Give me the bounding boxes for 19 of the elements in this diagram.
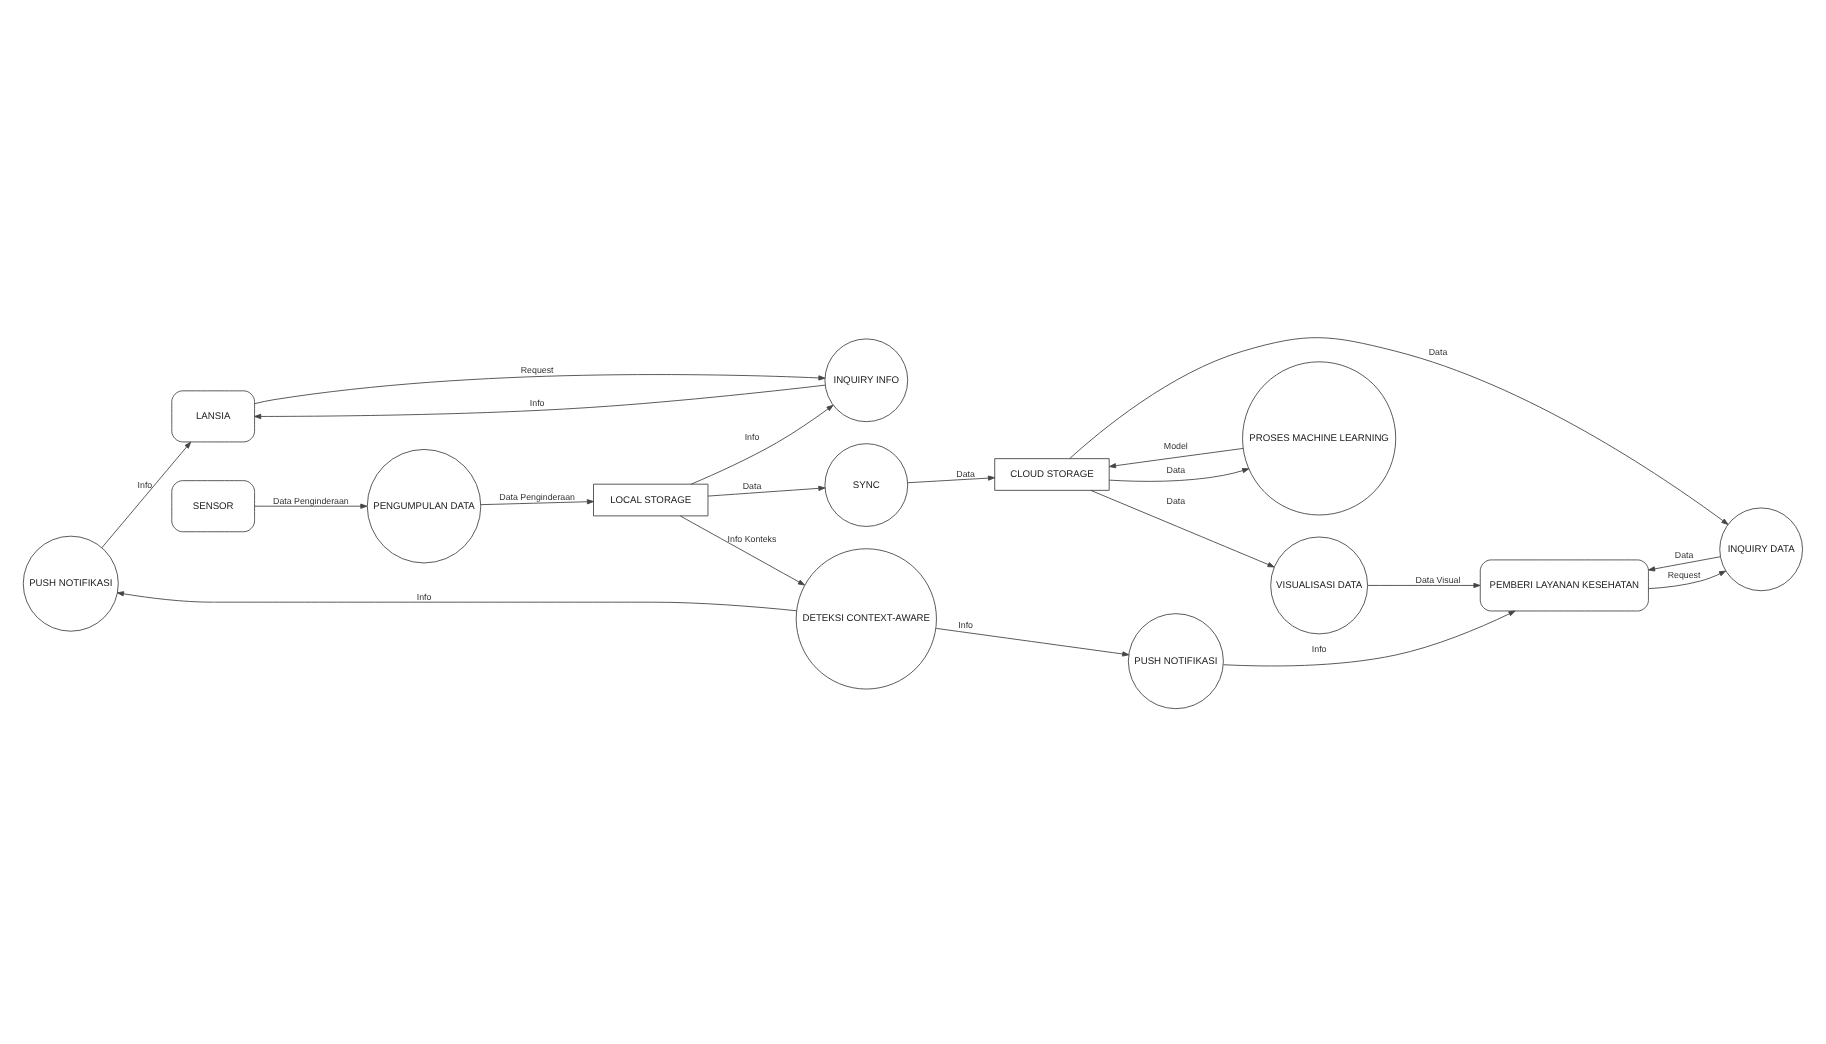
arrow <box>1367 581 1481 588</box>
arrow <box>116 590 797 611</box>
arrow <box>1090 488 1275 567</box>
arrow <box>1108 467 1250 481</box>
arrow <box>1109 447 1244 468</box>
arrow <box>690 403 834 484</box>
arrow <box>707 484 826 496</box>
arrow <box>1648 555 1721 571</box>
arrow <box>935 626 1130 656</box>
arrow <box>254 383 826 419</box>
arrow <box>480 498 594 505</box>
arrow <box>254 373 826 404</box>
arrow <box>907 474 995 483</box>
arrow <box>1069 336 1729 524</box>
arrow <box>1223 609 1516 666</box>
arrow <box>254 502 368 508</box>
arrow <box>1648 569 1727 589</box>
arrow <box>679 514 805 585</box>
arrow <box>101 440 192 548</box>
